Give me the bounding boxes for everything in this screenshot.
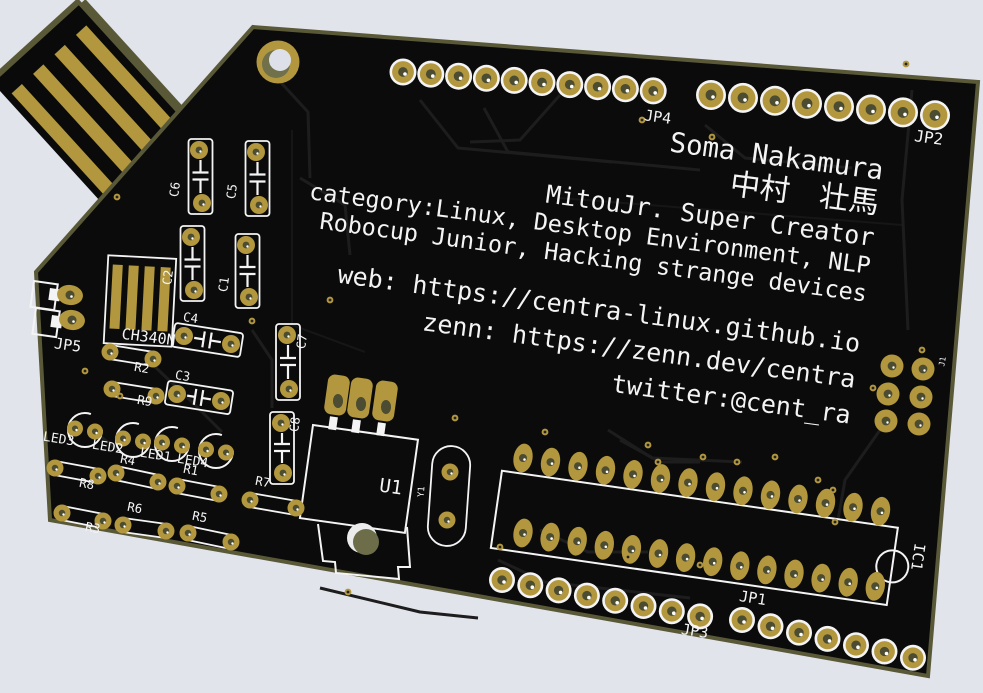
resistor-r4 — [107, 464, 167, 491]
led-led4 — [198, 433, 234, 469]
usb-tip-edge — [0, 0, 85, 88]
jp5-connector-silk — [29, 279, 63, 339]
jp2-header — [696, 80, 950, 131]
resistor-r9 — [103, 380, 165, 405]
label-led2: LED2 — [91, 438, 124, 458]
label-c2: C2 — [159, 269, 176, 286]
jp1-header — [729, 607, 926, 671]
label-c7: C7 — [293, 333, 310, 350]
copper-traces — [94, 60, 914, 620]
pcb-board-body — [33, 24, 981, 679]
label-ic1: IC1 — [907, 542, 929, 571]
label-led1: LED1 — [139, 446, 172, 466]
label-r6: R6 — [126, 499, 144, 517]
jp4-header — [389, 58, 667, 105]
label-c8: C8 — [286, 416, 303, 433]
label-led3: LED3 — [42, 430, 75, 450]
resistor-r5 — [179, 524, 240, 551]
capacitor-c8 — [269, 411, 295, 485]
label-r5: R5 — [191, 508, 209, 526]
u1-pads — [324, 374, 398, 437]
label-r2: R2 — [133, 359, 150, 376]
resistor-r1 — [168, 477, 228, 503]
resistor-r3 — [53, 504, 112, 530]
label-c3: C3 — [174, 367, 191, 384]
resistor-r8 — [46, 459, 107, 485]
y1-pads — [438, 463, 459, 529]
led-led3 — [67, 412, 103, 448]
ic1-outline: IC1 — [489, 469, 929, 607]
label-u1: U1 — [378, 475, 404, 500]
label-c4: C4 — [182, 309, 199, 326]
capacitor-c6 — [187, 138, 214, 215]
label-jp3: JP3 — [680, 620, 710, 642]
vias — [81, 60, 926, 596]
u1-tab-outline — [317, 523, 412, 581]
capacitor-c7 — [275, 323, 301, 401]
led-led2 — [115, 422, 151, 458]
label-r3: R3 — [84, 519, 102, 537]
isp-header — [874, 354, 935, 436]
label-jp1: JP1 — [738, 587, 768, 609]
label-led4: LED4 — [176, 452, 209, 472]
label-c6: C6 — [166, 181, 183, 198]
label-r9: R9 — [136, 392, 153, 409]
capacitor-c5 — [244, 140, 271, 217]
usb-connector — [0, 0, 251, 272]
u1-regulator — [298, 423, 420, 581]
label-jp2: JP2 — [913, 126, 944, 149]
label-r4: R4 — [119, 451, 137, 469]
label-y1: Y1 — [417, 486, 428, 498]
resistor-r6 — [114, 516, 175, 540]
capacitor-c2 — [179, 225, 206, 302]
u1-body-outline — [298, 423, 420, 534]
u1-tab-hole-shadow — [353, 529, 379, 555]
capacitor-c4 — [171, 322, 244, 358]
label-j1: J1 — [937, 356, 948, 367]
mounting-hole — [256, 40, 300, 84]
label-jp5: JP5 — [53, 334, 82, 356]
label-r7: R7 — [254, 473, 272, 491]
resistor-r2 — [101, 343, 162, 368]
label-c1: C1 — [215, 276, 232, 293]
label-c5: C5 — [223, 183, 240, 200]
ic1-pads-top — [513, 443, 891, 526]
ic1-pads-bottom — [513, 518, 885, 601]
label-r1: R1 — [182, 461, 200, 479]
jp5-pads — [57, 284, 85, 331]
capacitor-c3 — [164, 380, 234, 415]
y1-crystal — [426, 445, 472, 547]
capacitor-c1 — [234, 233, 261, 309]
label-r8: R8 — [78, 475, 96, 493]
led-led1 — [154, 426, 190, 462]
resistor-r7 — [241, 491, 305, 517]
ch340n-footprint — [102, 254, 178, 348]
label-jp4: JP4 — [643, 106, 672, 128]
jp3-header — [489, 567, 714, 630]
